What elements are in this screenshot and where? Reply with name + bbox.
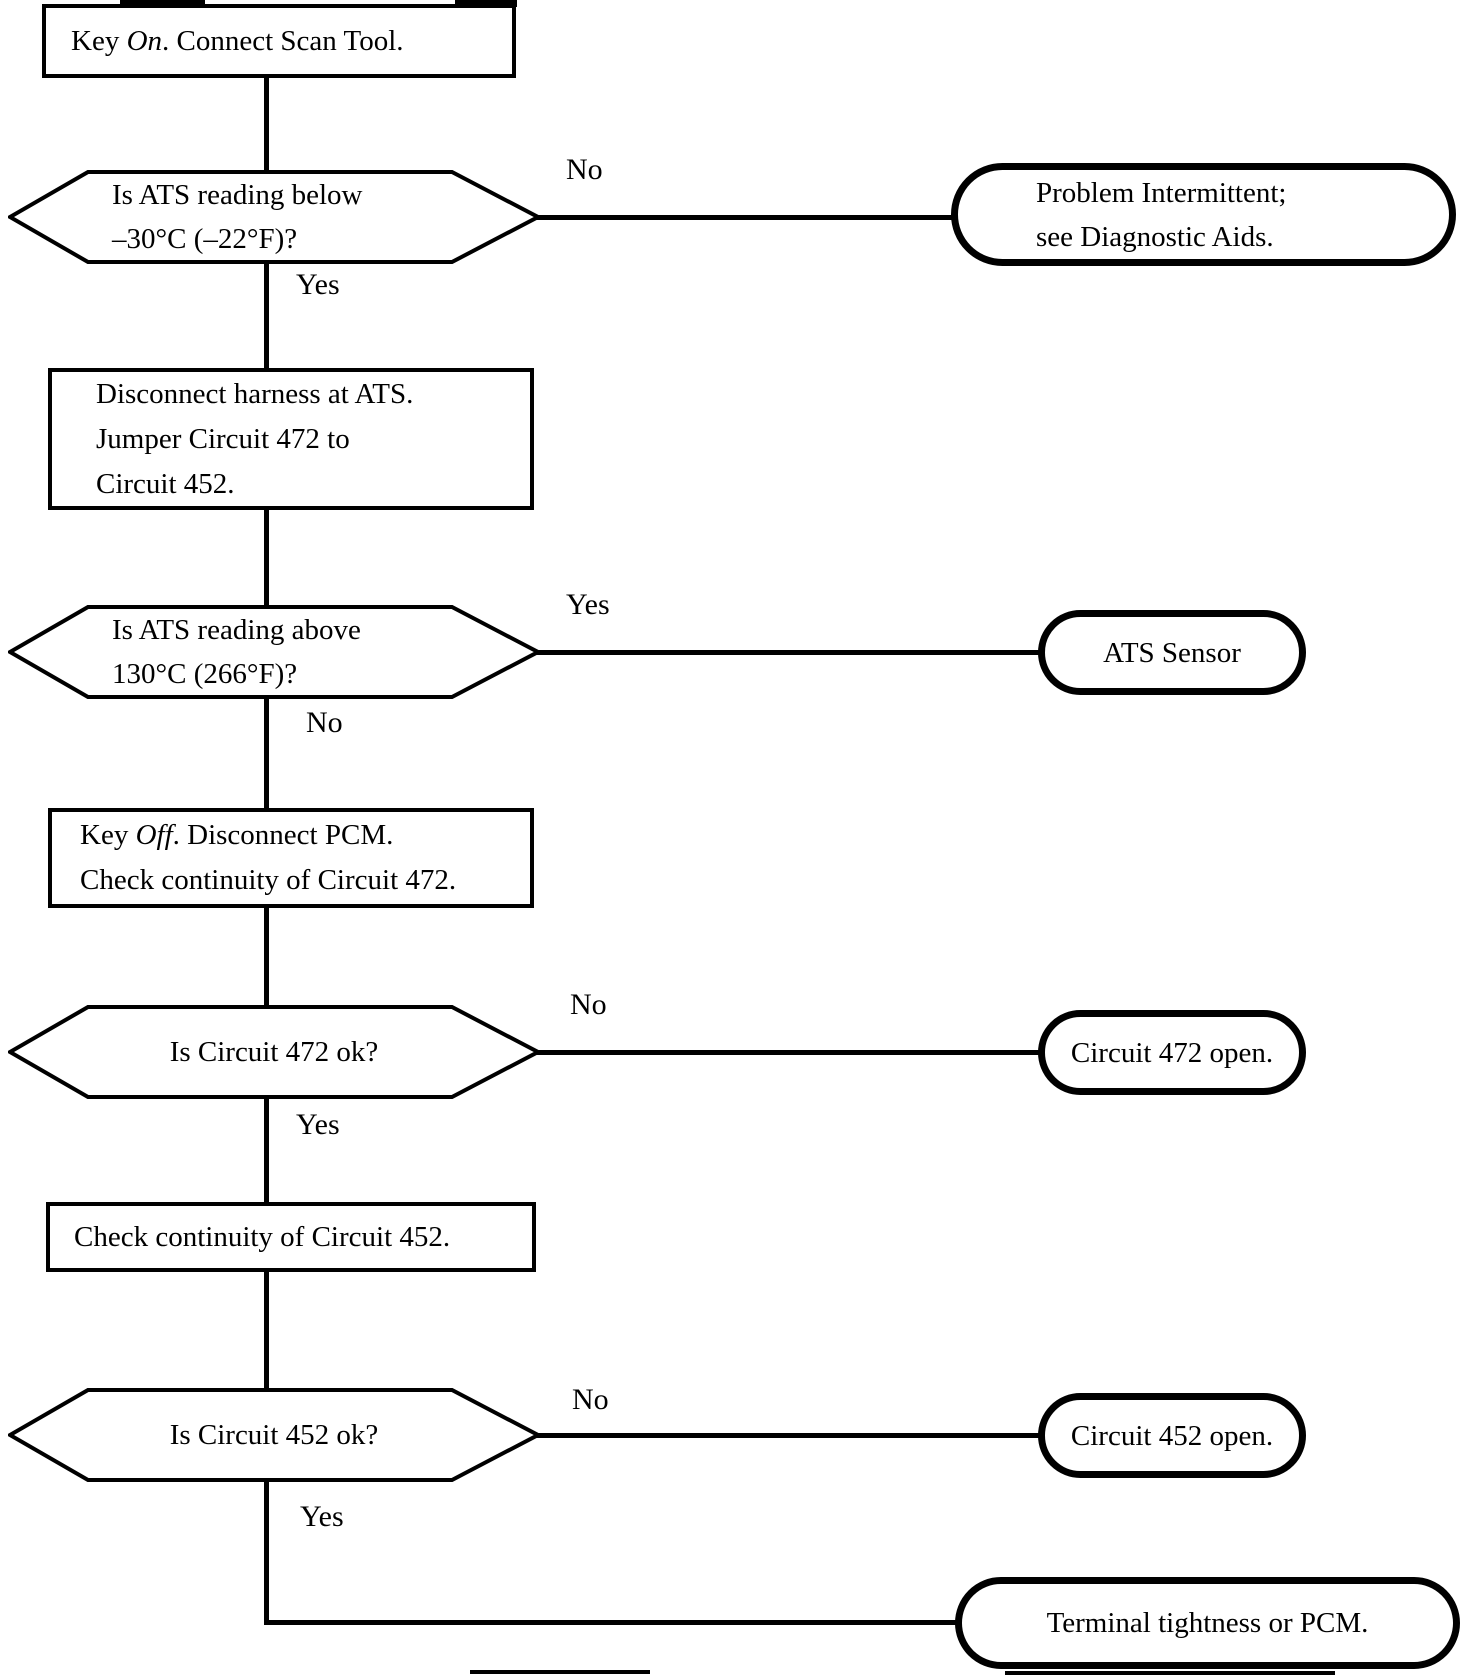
- decision-circuit-452-ok: Is Circuit 452 ok?: [8, 1388, 540, 1482]
- terminal-text-line: ATS Sensor: [1103, 636, 1241, 669]
- process-key-off-disconnect-pcm: Key Off. Disconnect PCM. Check continuit…: [48, 808, 534, 908]
- connector-decision4-terminal5-horizontal: [264, 1620, 960, 1625]
- terminal-text-line: Problem Intermittent;: [1036, 176, 1287, 209]
- branch-label-no-2: No: [306, 706, 343, 739]
- hexagon-outline: [8, 170, 540, 264]
- decision-text-line: Is ATS reading below: [112, 179, 363, 211]
- process-check-continuity-452: Check continuity of Circuit 452.: [46, 1202, 536, 1272]
- branch-label-yes-2: Yes: [566, 588, 610, 621]
- decision-text-line: –30°C (–22°F)?: [112, 223, 298, 255]
- process-key-on-text: Key On. Connect Scan Tool.: [71, 24, 404, 57]
- hexagon-outline: [8, 1005, 540, 1099]
- process-key-on: Key On. Connect Scan Tool.: [42, 4, 516, 78]
- decision-ats-reading-below: Is ATS reading below –30°C (–22°F)?: [8, 170, 540, 264]
- process-text-line: Jumper Circuit 472 to: [96, 422, 350, 455]
- branch-label-no-3: No: [570, 988, 607, 1021]
- decision-circuit-472-ok: Is Circuit 472 ok?: [8, 1005, 540, 1099]
- process-text-line: Key Off. Disconnect PCM.: [80, 819, 394, 851]
- terminal-terminal-tightness-pcm: Terminal tightness or PCM.: [955, 1577, 1460, 1669]
- process-text-line: Check continuity of Circuit 472.: [80, 864, 457, 896]
- hexagon-outline: [8, 605, 540, 699]
- terminal-text-line: Circuit 472 open.: [1070, 1036, 1274, 1069]
- terminal-circuit-452-open: Circuit 452 open.: [1038, 1393, 1306, 1478]
- connector-process2-decision2: [264, 506, 269, 608]
- connector-decision1-terminal1: [536, 215, 956, 220]
- terminal-text-line: Terminal tightness or PCM.: [1046, 1607, 1369, 1639]
- terminal-ats-sensor: ATS Sensor: [1038, 610, 1306, 695]
- connector-process1-decision1: [264, 78, 269, 174]
- connector-decision1-process2: [264, 260, 269, 372]
- scan-artifact: [455, 0, 517, 7]
- scan-artifact: [470, 1670, 650, 1674]
- branch-label-no-1: No: [566, 153, 603, 186]
- connector-process3-decision3: [264, 904, 269, 1008]
- scan-artifact: [120, 0, 205, 6]
- branch-label-yes-3: Yes: [296, 1108, 340, 1141]
- connector-decision4-terminal5-vertical: [264, 1478, 269, 1625]
- connector-decision2-terminal2: [536, 650, 1040, 655]
- connector-process4-decision4: [264, 1268, 269, 1392]
- process-text-line: Check continuity of Circuit 452.: [74, 1220, 451, 1253]
- terminal-text-line: Circuit 452 open.: [1070, 1419, 1274, 1452]
- decision-text-line: Is Circuit 452 ok?: [169, 1419, 379, 1451]
- process-text-line: Circuit 452.: [96, 467, 235, 500]
- decision-text-line: 130°C (266°F)?: [112, 658, 298, 690]
- connector-decision4-terminal4: [536, 1433, 1040, 1438]
- decision-text-line: Is ATS reading above: [112, 614, 361, 646]
- terminal-problem-intermittent: Problem Intermittent; see Diagnostic Aid…: [951, 163, 1456, 266]
- hexagon-outline: [8, 1388, 540, 1482]
- process-disconnect-harness: Disconnect harness at ATS. Jumper Circui…: [48, 368, 534, 510]
- connector-decision3-terminal3: [536, 1050, 1040, 1055]
- scan-artifact: [1005, 1671, 1335, 1675]
- terminal-circuit-472-open: Circuit 472 open.: [1038, 1010, 1306, 1095]
- branch-label-yes-4: Yes: [300, 1500, 344, 1533]
- branch-label-no-4: No: [572, 1383, 609, 1416]
- process-text-line: Disconnect harness at ATS.: [96, 377, 414, 410]
- branch-label-yes-1: Yes: [296, 268, 340, 301]
- terminal-text-line: see Diagnostic Aids.: [1036, 220, 1274, 253]
- connector-decision3-process4: [264, 1095, 269, 1206]
- decision-text-line: Is Circuit 472 ok?: [169, 1036, 379, 1068]
- connector-decision2-process3: [264, 695, 269, 812]
- decision-ats-reading-above: Is ATS reading above 130°C (266°F)?: [8, 605, 540, 699]
